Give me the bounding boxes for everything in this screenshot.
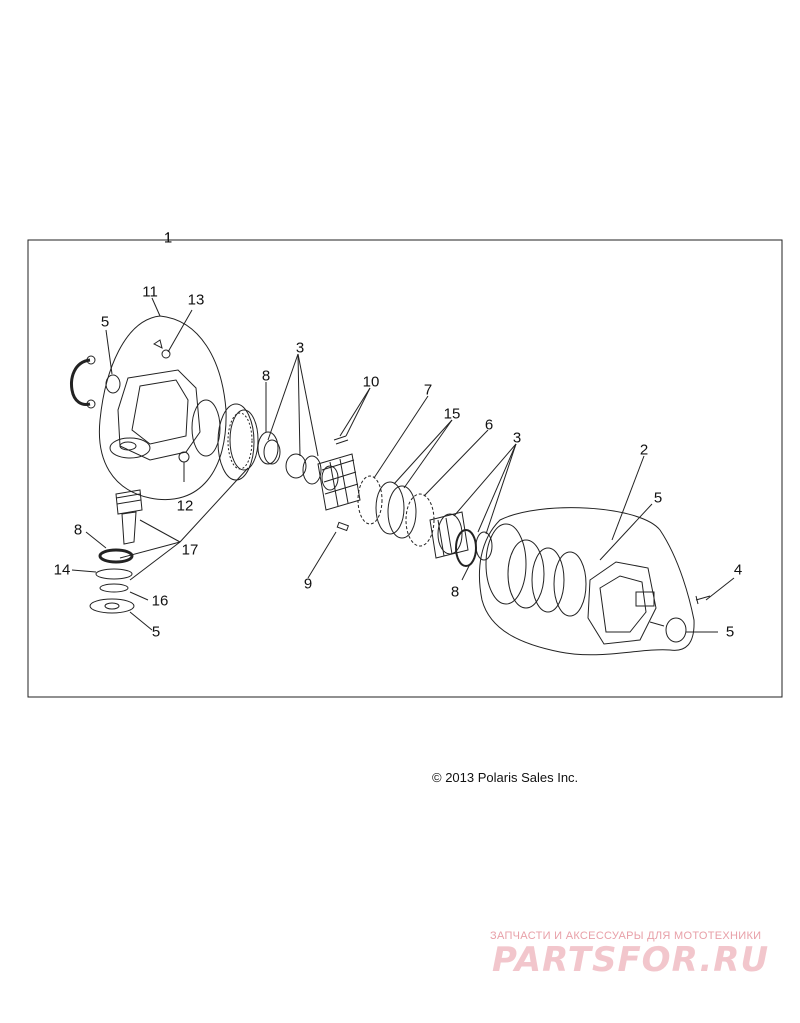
gearcase-housing (109, 339, 201, 461)
leader-lines (71, 297, 735, 633)
housing-ring (191, 399, 221, 457)
hose-fitting (86, 399, 96, 409)
plate-6 (405, 493, 435, 547)
callout-13: 13 (187, 291, 205, 309)
armature-hub (429, 511, 469, 559)
plate-7 (357, 475, 383, 525)
callout-5: 5 (151, 623, 161, 641)
callout-7: 7 (423, 381, 433, 399)
bearing-3a (263, 439, 281, 465)
watermark-brand: PARTSFOR.RU (492, 940, 770, 980)
ring-16 (99, 583, 129, 593)
seal-5 (105, 374, 121, 394)
callout-8: 8 (73, 521, 83, 539)
breather-hose (70, 358, 91, 406)
pinion-shaft (115, 489, 143, 545)
ring-gear (217, 403, 259, 481)
plate-large (485, 523, 527, 605)
callout-5: 5 (653, 489, 663, 507)
plate-large-inner (507, 539, 545, 609)
hose-fitting (86, 355, 96, 365)
callout-10: 10 (362, 373, 380, 391)
oring-large (553, 551, 587, 617)
oring-14 (95, 568, 133, 580)
bearing-8-left (98, 548, 134, 564)
plug-12 (178, 451, 190, 463)
plate-15b (387, 485, 417, 539)
washer-5 (89, 598, 135, 614)
pin-10 (335, 439, 349, 445)
callout-14: 14 (53, 561, 71, 579)
cover-2 (587, 561, 657, 645)
roller-cage-10 (317, 453, 361, 511)
assembly-frame (27, 239, 783, 698)
callout-1: 1 (163, 229, 173, 247)
bearing-3b (302, 455, 322, 485)
callout-8: 8 (450, 583, 460, 601)
seal-5-right (665, 617, 687, 643)
screw-4 (695, 595, 711, 605)
washer-5-hole (104, 602, 120, 610)
housing-outline-right (478, 507, 695, 656)
ring-large (531, 547, 565, 613)
callout-6: 6 (484, 416, 494, 434)
pin-9 (336, 521, 350, 532)
copyright-text: © 2013 Polaris Sales Inc. (432, 770, 579, 785)
pin-10 (333, 435, 347, 441)
callout-3: 3 (512, 429, 522, 447)
callout-4: 4 (733, 561, 743, 579)
callout-12: 12 (176, 497, 194, 515)
spacer (285, 453, 307, 479)
callout-11: 11 (142, 283, 158, 301)
plate-15a (375, 481, 405, 535)
small-fitting (649, 621, 665, 627)
callout-9: 9 (303, 575, 313, 593)
watermark-tagline: ЗАПЧАСТИ И АКСЕССУАРЫ ДЛЯ МОТОТЕХНИКИ (490, 930, 762, 942)
callout-2: 2 (639, 441, 649, 459)
bearing-3d (475, 531, 493, 561)
callout-5: 5 (100, 313, 110, 331)
bearing-8-mid (257, 431, 279, 465)
callout-16: 16 (151, 592, 169, 610)
housing-outline-left (98, 315, 227, 500)
callout-8: 8 (261, 367, 271, 385)
callout-5: 5 (725, 623, 735, 641)
callout-15: 15 (443, 405, 461, 423)
callout-3: 3 (295, 339, 305, 357)
callout-17: 17 (181, 541, 199, 559)
